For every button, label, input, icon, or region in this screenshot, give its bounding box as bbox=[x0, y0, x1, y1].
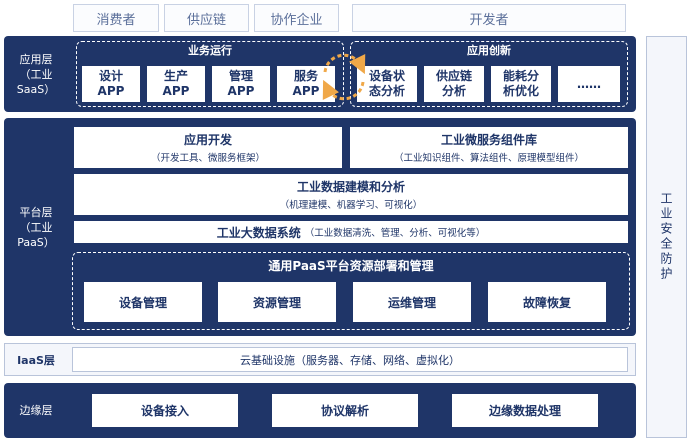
resource-device: 设备管理 bbox=[84, 282, 202, 322]
user-partner: 协作企业 bbox=[254, 4, 339, 32]
app-energy: 能耗分 析优化 bbox=[491, 66, 551, 102]
iaas-label: IaaS层 bbox=[17, 353, 55, 367]
micro-title: 工业微服务组件库 bbox=[440, 133, 537, 147]
paas-label: 平台层 （工业PaaS） bbox=[17, 205, 55, 249]
saas-label: 应用层 （工业SaaS） bbox=[16, 52, 56, 96]
cycle-arrow-icon bbox=[322, 53, 366, 101]
resource-group bbox=[72, 252, 630, 330]
bigdata-sub: （工业数据清洗、管理、分析、可视化等） bbox=[304, 228, 486, 239]
user-supply-chain: 供应链 bbox=[164, 4, 249, 32]
resource-title: 通用PaaS平台资源部署和管理 bbox=[268, 258, 434, 273]
app-device-status: 设备状 态分析 bbox=[357, 66, 417, 102]
modeling-box: 工业数据建模和分析 （机理建模、机器学习、可视化） bbox=[74, 174, 628, 215]
edge-protocol: 协议解析 bbox=[272, 394, 418, 427]
app-dev-box: 应用开发 （开发工具、微服务框架） bbox=[74, 127, 342, 168]
user-developer: 开发者 bbox=[352, 4, 626, 32]
innovation-title: 应用创新 bbox=[467, 44, 511, 57]
resource-recovery: 故障恢复 bbox=[488, 282, 606, 322]
iaas-content: 云基础设施（服务器、存储、网络、虚拟化） bbox=[72, 347, 628, 372]
app-supply-analysis: 供应链 分析 bbox=[424, 66, 484, 102]
micro-sub: （工业知识组件、算法组件、原理模型组件） bbox=[393, 153, 584, 164]
modeling-sub: （机理建模、机器学习、可视化） bbox=[279, 200, 423, 211]
business-group bbox=[76, 41, 344, 107]
edge-label: 边缘层 bbox=[19, 404, 53, 417]
edge-processing: 边缘数据处理 bbox=[452, 394, 598, 427]
app-management: 管理 APP bbox=[212, 66, 270, 102]
app-dev-title: 应用开发 bbox=[183, 133, 232, 147]
security-label: 工业安全防护 bbox=[659, 192, 673, 282]
resource-resource: 资源管理 bbox=[218, 282, 336, 322]
app-design: 设计 APP bbox=[82, 66, 140, 102]
modeling-title: 工业数据建模和分析 bbox=[296, 180, 405, 194]
bigdata-box: 工业大数据系统 （工业数据清洗、管理、分析、可视化等） bbox=[74, 221, 628, 243]
edge-device-access: 设备接入 bbox=[92, 394, 238, 427]
app-production: 生产 APP bbox=[147, 66, 205, 102]
resource-ops: 运维管理 bbox=[353, 282, 471, 322]
business-title: 业务运行 bbox=[188, 44, 232, 57]
app-dev-sub: （开发工具、微服务框架） bbox=[150, 153, 265, 164]
app-more: …… bbox=[558, 66, 620, 102]
user-consumer: 消费者 bbox=[73, 4, 159, 32]
security-panel: 工业安全防护 bbox=[646, 36, 687, 438]
micro-box: 工业微服务组件库 （工业知识组件、算法组件、原理模型组件） bbox=[350, 127, 628, 168]
bigdata-title: 工业大数据系统 bbox=[216, 225, 301, 240]
